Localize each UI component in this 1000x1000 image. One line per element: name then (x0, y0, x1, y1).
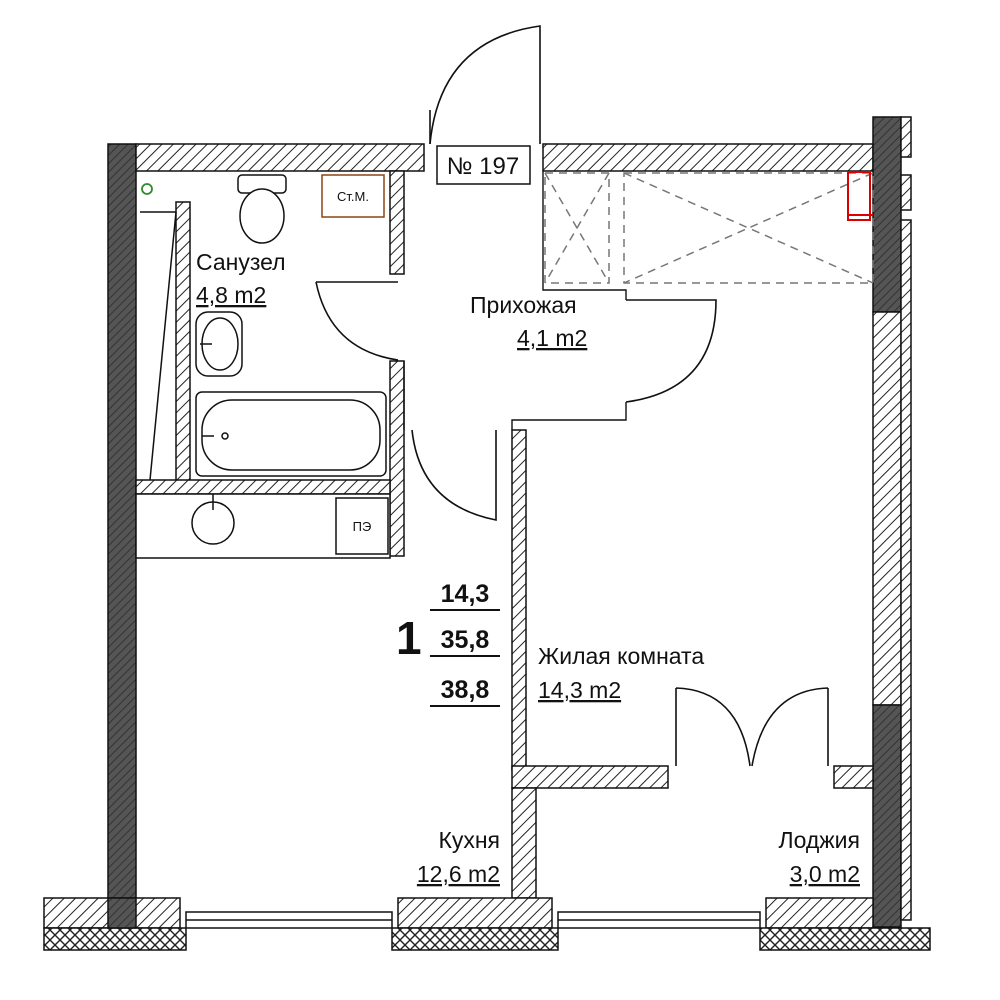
kitchen-name: Кухня (438, 827, 500, 853)
bathtub (195, 391, 387, 477)
living-door (411, 429, 497, 521)
right-outer-strip-c (900, 219, 912, 921)
doors (315, 25, 829, 767)
bathroom-name: Санузел (196, 249, 286, 275)
bathroom-area: 4,8 m2 (196, 282, 266, 308)
bottom-wall-base-left (43, 927, 187, 951)
washing-machine-box (321, 174, 385, 218)
toilet-bowl (239, 188, 285, 244)
bathroom-partition-upper (389, 170, 405, 275)
right-exterior-wall-top (872, 116, 902, 313)
electrical-panel-box (335, 497, 389, 555)
loggia-door-left (675, 687, 751, 767)
bottom-corner-dark (107, 897, 137, 929)
bottom-wall-base-right (759, 927, 931, 951)
windows (185, 911, 761, 929)
electrical-panel-label: ПЭ (353, 519, 372, 534)
right-exterior-wall-mid (872, 311, 902, 706)
loggia-name: Лоджия (779, 827, 861, 853)
loggia-door-right (751, 687, 829, 767)
apartment-stats (430, 572, 500, 708)
bathroom-inner-wall (175, 201, 191, 495)
wardrobe-cell-right (623, 172, 874, 284)
living-area-total: 14,3 (441, 580, 490, 608)
kitchen-fixtures (135, 493, 391, 559)
loggia-area: 3,0 m2 (790, 861, 860, 887)
washbasin (195, 311, 243, 377)
wardrobe-zone (544, 172, 874, 284)
total-area-with-loggia: 38,8 (441, 676, 490, 704)
right-outer-strip-a (900, 116, 912, 158)
room-count: 1 (396, 612, 422, 664)
loggia-top-wall-left (511, 765, 669, 789)
washing-machine-label: Ст.М. (337, 189, 369, 204)
apartment-number: № 197 (447, 153, 519, 180)
entrance-door (429, 25, 541, 145)
left-exterior-wall (107, 143, 137, 928)
riser-marker (847, 171, 871, 221)
bottom-wall-band-mid (397, 897, 553, 929)
bathroom-partition-lower (389, 360, 405, 557)
bottom-wall (43, 897, 931, 951)
kitchen-area: 12,6 m2 (417, 861, 500, 887)
living-area: 14,3 m2 (538, 677, 621, 703)
bathroom-door (315, 281, 399, 361)
kitchen-loggia-partition (511, 787, 537, 899)
hallway-name: Прихожая (470, 292, 577, 318)
right-outer-strip-b (900, 174, 912, 211)
wardrobe-cell-left (544, 172, 610, 284)
total-area-without-loggia: 35,8 (441, 626, 490, 654)
bottom-wall-band-right (765, 897, 874, 929)
bottom-wall-base-mid (391, 927, 559, 951)
green-marker (141, 183, 153, 195)
top-wall-left (135, 143, 425, 172)
top-wall-right (542, 143, 874, 172)
hall-outline (403, 171, 627, 430)
apartment-number-box (436, 145, 531, 185)
right-exterior-wall-bottom (872, 704, 902, 928)
walls (107, 116, 912, 928)
hallway-area: 4,1 m2 (517, 325, 587, 351)
living-left-partition (511, 429, 527, 771)
living-name: Жилая комната (538, 643, 704, 669)
loggia-top-wall-right (833, 765, 874, 789)
bathroom-bottom-wall (135, 479, 391, 495)
bathroom-fixtures (140, 174, 387, 481)
wardrobe-door (625, 299, 717, 403)
